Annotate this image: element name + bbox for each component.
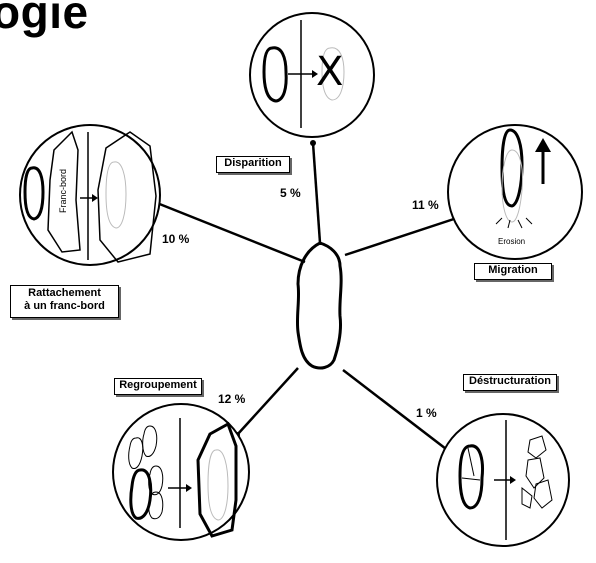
destructuration-label: Déstructuration <box>463 374 557 391</box>
disparition-x-symbol: X <box>316 49 344 95</box>
rattachement-label-line1: Rattachement <box>28 287 101 299</box>
rattachement-label: Rattachement à un franc-bord <box>10 285 119 318</box>
connector-disparition <box>311 142 322 244</box>
connector-lines <box>156 142 467 453</box>
connector-migration <box>344 213 467 257</box>
page-title: ogie <box>0 0 89 38</box>
connector-rattachement <box>156 201 306 264</box>
destructuration-percent: 1 % <box>416 406 437 420</box>
disparition-label: Disparition <box>216 156 290 173</box>
regroupement-percent: 12 % <box>218 392 246 406</box>
migration-percent: 11 % <box>412 198 439 212</box>
connector-regroupement <box>236 367 299 436</box>
connector-destructuration <box>342 369 451 453</box>
destructuration-panel <box>436 413 570 547</box>
rattachement-panel <box>19 124 161 266</box>
rattachement-percent: 10 % <box>162 232 190 246</box>
migration-erosion-note: Erosion <box>498 237 526 246</box>
regroupement-label: Regroupement <box>114 378 202 395</box>
central-block-shape <box>295 241 343 370</box>
rattachement-label-line2: à un franc-bord <box>24 300 105 312</box>
migration-label: Migration <box>474 263 552 280</box>
regroupement-panel <box>112 403 250 541</box>
disparition-percent: 5 % <box>280 186 301 200</box>
franc-bord-label: Franc-bord <box>58 169 68 214</box>
disparition-panel <box>249 12 375 138</box>
migration-panel <box>447 124 583 260</box>
